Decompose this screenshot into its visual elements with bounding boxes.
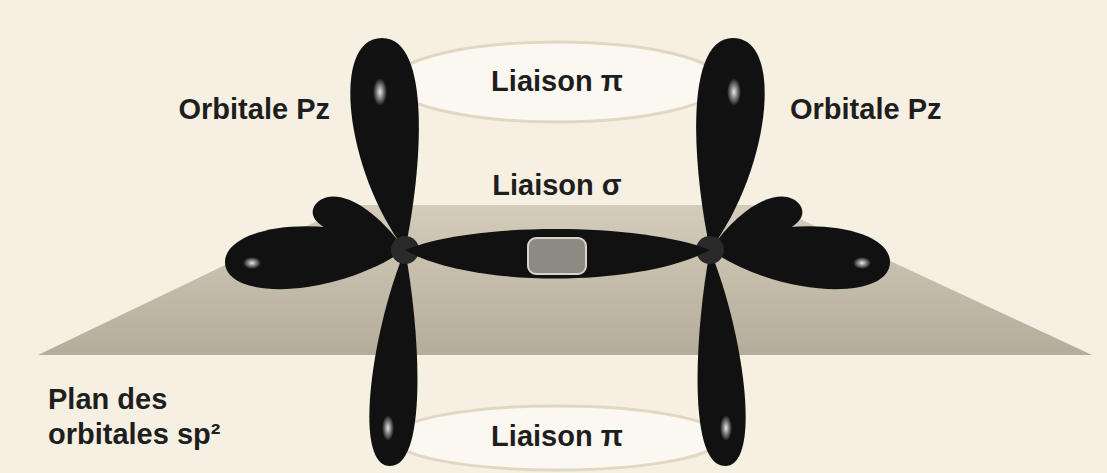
pi-bond-region xyxy=(392,42,722,122)
lobe-highlights xyxy=(243,78,871,441)
sp2-plane xyxy=(38,205,1092,355)
bond-label: Liaison π xyxy=(491,419,623,454)
bond-label: Liaison π xyxy=(491,64,623,99)
orbital-label: Orbitale Pz xyxy=(179,92,331,127)
bond-label: Liaison σ xyxy=(492,168,621,203)
pi-bond-region xyxy=(392,406,722,470)
orbital-label: Orbitale Pz xyxy=(790,92,942,127)
sigma-highlight xyxy=(528,238,586,274)
sigma-bond xyxy=(405,229,710,279)
plane-label: Plan des orbitales sp² xyxy=(48,382,278,452)
